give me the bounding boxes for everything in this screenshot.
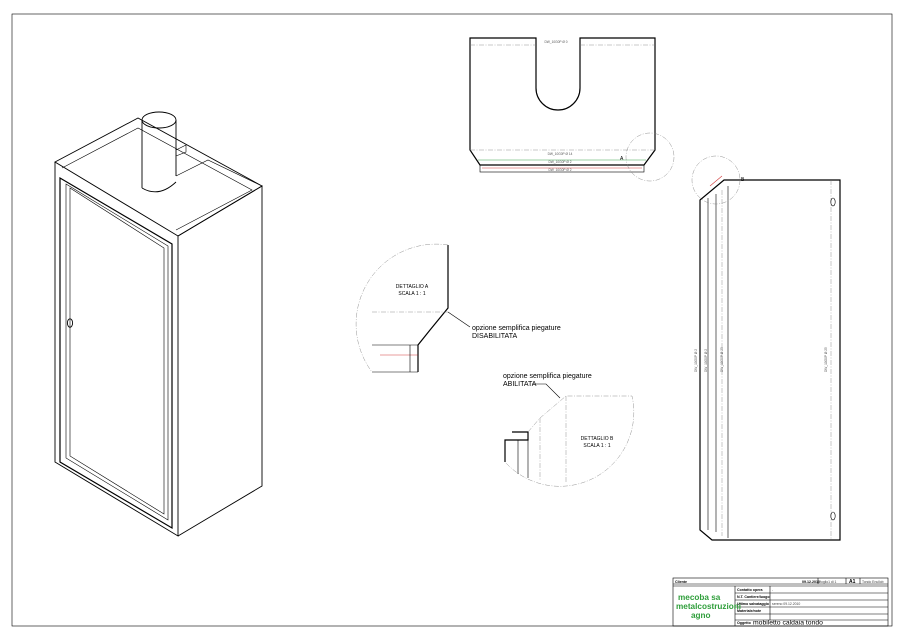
side-label-4: DW_10G0P Ø 25 <box>824 347 828 372</box>
cabinet-side-face <box>177 185 263 537</box>
detail-b-circle <box>691 155 741 205</box>
front-bottom-label-2: DW_10G0P Ø 2 <box>549 160 572 164</box>
detail-a-note-line2: DISABILITATA <box>472 333 517 340</box>
brand-line-1: mecoba sa <box>678 593 721 602</box>
cabinet-top-face <box>54 117 263 237</box>
detail-b-leader <box>532 383 561 399</box>
marker-a: A <box>620 156 624 162</box>
isometric-cabinet-view <box>54 111 263 537</box>
door-lock-icon <box>66 318 74 328</box>
sheet-format: A1 <box>849 579 856 585</box>
cliente-label: Cliente <box>675 580 687 584</box>
oggetto-label: Oggetto <box>737 621 752 625</box>
row-label-4: Materiale/note <box>737 609 761 613</box>
marker-b: B <box>741 177 745 183</box>
author: Tondo Enullob <box>862 580 884 584</box>
detail-b-note-line1: opzione semplifica piegature <box>503 373 592 380</box>
side-view-outline <box>699 179 841 541</box>
oggetto-value: mobiletto caldaia tondo <box>753 620 823 627</box>
brand-line-3: agno <box>691 611 711 620</box>
front-top-label: DW_10G0P Ø 0 <box>545 40 568 44</box>
front-bottom-label-1: DW_10G0P Ø 14 <box>548 152 573 156</box>
row-value-3: sereno 09.12.2010 <box>772 602 800 606</box>
detail-a-title: DETTAGLIO A <box>396 284 429 290</box>
detail-a-circle <box>625 132 675 182</box>
brand-line-2: metalcostruzioni <box>676 602 741 611</box>
detail-a-view: DETTAGLIO A SCALA 1 : 1 opzione semplifi… <box>355 243 561 373</box>
title-block: Cliente 09.12.2010 foglio1 di 1 A1 Tondo… <box>672 577 889 627</box>
sheet-border <box>11 13 893 627</box>
sheet-number: foglio1 di 1 <box>820 580 837 584</box>
detail-a-leader <box>447 311 471 328</box>
side-label-2: DW_10G0P Ø 2 <box>704 349 708 372</box>
front-bottom-label-3: DW_10G0P Ø 2 <box>549 168 572 172</box>
cabinet-door <box>59 176 173 530</box>
detail-b-scale: SCALA 1 : 1 <box>583 443 610 449</box>
detail-a-scale: SCALA 1 : 1 <box>398 291 425 297</box>
front-view-outline <box>469 37 656 166</box>
detail-b-title: DETTAGLIO B <box>581 436 614 442</box>
drawing-date: 09.12.2010 <box>802 580 820 584</box>
detail-b-note-line2: ABILITATA <box>503 381 537 388</box>
row-value-1: - <box>772 588 773 592</box>
row-label-1: Contatto opera <box>737 588 764 592</box>
detail-a-note-line1: opzione semplifica piegature <box>472 325 561 332</box>
row-label-2: N.T. Cantiere/luogo <box>737 595 770 599</box>
side-label-1: DW_10G0P Ø 2 <box>694 349 698 372</box>
side-label-3: DW_10G0P Ø 25 <box>720 347 724 372</box>
side-view: DW_10G0P Ø 2 DW_10G0P Ø 2 DW_10G0P Ø 25 … <box>691 155 841 541</box>
hinge-icon <box>830 511 836 521</box>
hinge-icon <box>830 197 836 207</box>
front-view: DW_10G0P Ø 0 DW_10G0P Ø 14 DW_10G0P Ø 2 … <box>469 37 675 182</box>
detail-b-view: DETTAGLIO B SCALA 1 : 1 opzione semplifi… <box>503 373 634 487</box>
cabinet-front-face <box>54 162 179 537</box>
row-label-3: Ultimo salvataggio <box>737 602 770 606</box>
